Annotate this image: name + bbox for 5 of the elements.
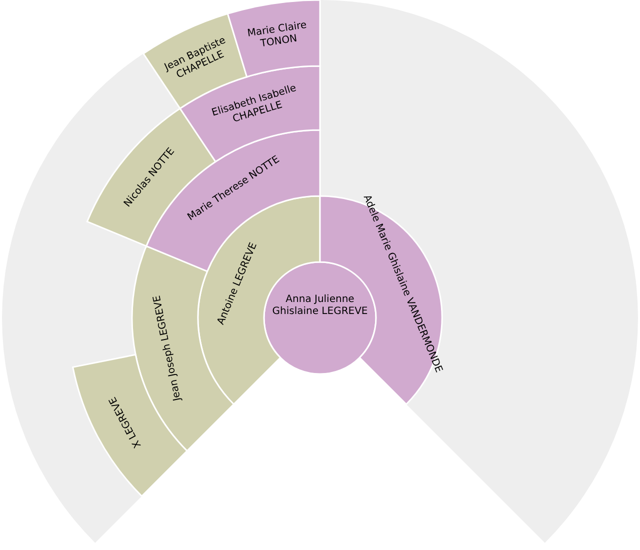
female-sector bbox=[226, 0, 321, 78]
female-circle bbox=[263, 261, 377, 375]
person-name: Anna Julienne Ghislaine LEGREVE bbox=[271, 294, 369, 318]
person-name: Jean Joseph LEGREVE bbox=[152, 294, 184, 402]
person-name: Marie Claire TONON bbox=[246, 18, 309, 52]
